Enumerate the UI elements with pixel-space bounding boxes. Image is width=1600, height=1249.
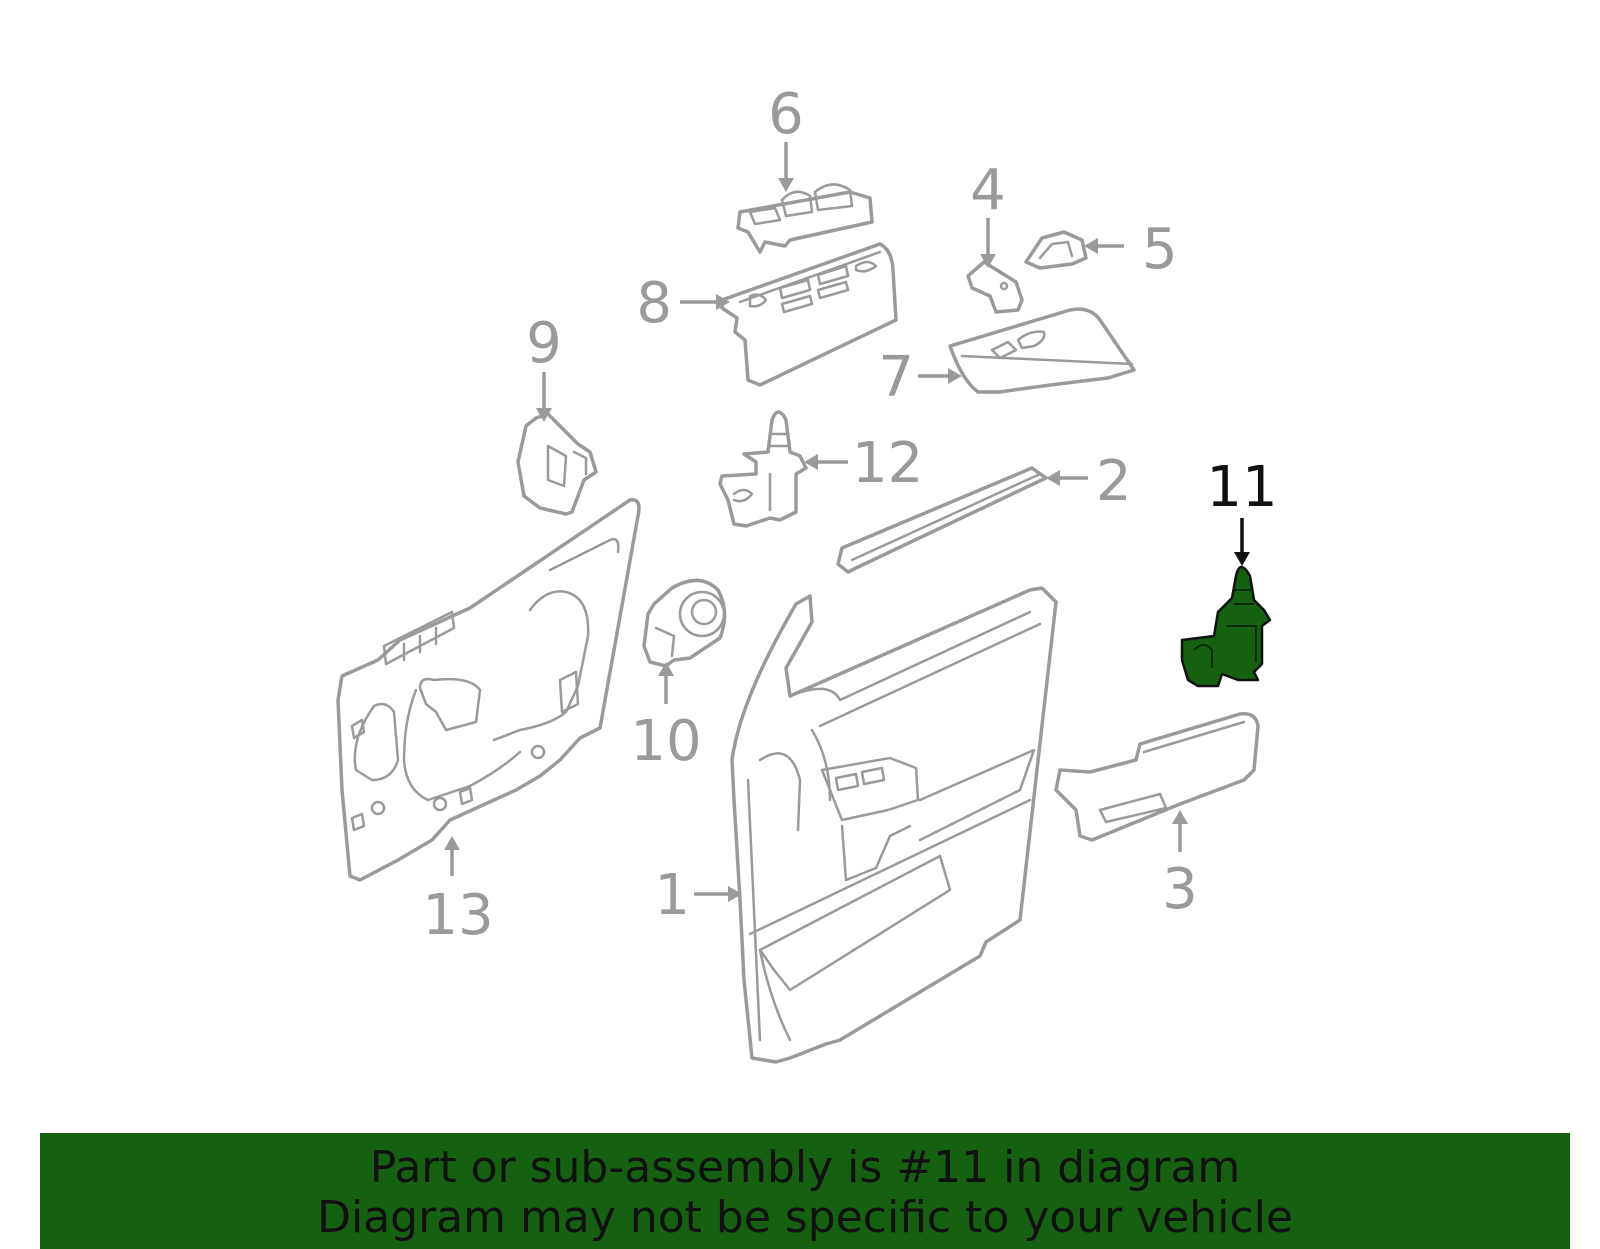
info-banner: Part or sub-assembly is #11 in diagram D… — [40, 1133, 1570, 1249]
callout-10: 10 — [630, 709, 701, 774]
part-10-speaker — [642, 578, 727, 668]
part-3-armrest — [1054, 712, 1260, 842]
callout-13: 13 — [422, 883, 493, 948]
part-13-inner-panel — [336, 498, 641, 882]
callout-4: 4 — [970, 158, 1006, 223]
part-5-bracket — [1024, 230, 1088, 270]
part-9-switch — [516, 412, 598, 516]
callout-11: 11 — [1206, 455, 1277, 520]
part-11-actuator-highlighted — [1180, 565, 1272, 688]
callout-8: 8 — [636, 271, 672, 336]
callout-12: 12 — [852, 431, 923, 496]
callout-5: 5 — [1142, 217, 1178, 282]
callout-1: 1 — [654, 863, 690, 928]
callout-arrows — [444, 142, 1250, 902]
part-4-clip — [966, 260, 1024, 314]
banner-line-disclaimer: Diagram may not be specific to your vehi… — [317, 1192, 1293, 1243]
callout-3: 3 — [1162, 857, 1198, 922]
part-7-switch-panel — [948, 307, 1136, 394]
part-1-door-trim-panel — [730, 586, 1058, 1064]
callout-7: 7 — [878, 345, 914, 410]
part-6-window-switch — [736, 183, 874, 254]
callout-2: 2 — [1096, 449, 1132, 514]
banner-line-part-number: Part or sub-assembly is #11 in diagram — [369, 1142, 1241, 1193]
part-2-molding — [836, 466, 1048, 574]
callout-9: 9 — [526, 311, 562, 376]
callout-6: 6 — [768, 82, 804, 147]
part-12-actuator — [718, 410, 808, 528]
part-8-switch-bezel — [720, 242, 898, 387]
